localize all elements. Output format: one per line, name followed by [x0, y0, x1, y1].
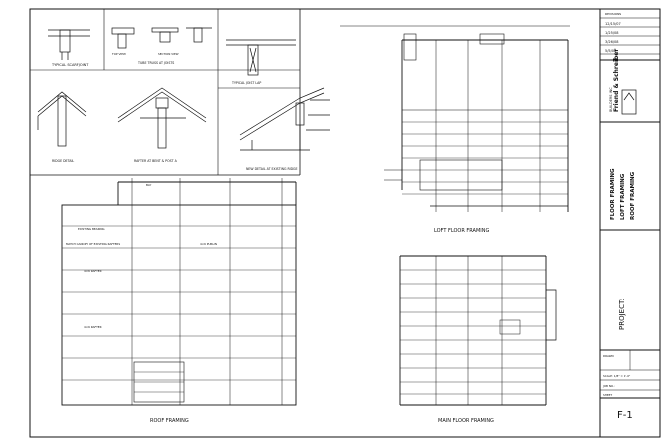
- label-typical-joist-lap: TYPICAL JOIST LAP: [231, 81, 261, 85]
- roof-label-purlin: 4×6 PURLIN: [200, 242, 217, 246]
- label-loft-floor-framing: LOFT FLOOR FRAMING: [434, 228, 489, 234]
- title-firm-sub: BUILDERS INC: [609, 87, 613, 112]
- roof-label-rafter-a: 4×6 RAFTER: [84, 269, 102, 273]
- title-drawing-3: ROOF FRAMING: [630, 171, 636, 220]
- ridge-detail: [37, 91, 87, 147]
- roof-framing-plan: [61, 178, 297, 406]
- label-top-view: TOP VIEW: [111, 52, 126, 56]
- title-revision-date-1: 12/15/07: [605, 22, 621, 26]
- title-revision-date-2: 1/25/08: [605, 31, 619, 35]
- loft-framing-plan: [340, 25, 570, 212]
- title-scale-label: SCALE: 1/8" = 1'-0": [603, 374, 631, 378]
- sheet-border: [29, 8, 661, 438]
- label-typical-scarfjoint: TYPICAL SCARFJOINT: [51, 63, 89, 67]
- rafter-bent-detail: [117, 87, 207, 149]
- roof-label-rafter-b: 4×6 RAFTER: [84, 325, 102, 329]
- title-revision-date-3: 3/26/08: [605, 40, 619, 44]
- label-roof-framing: ROOF FRAMING: [150, 418, 189, 424]
- joist-lap-detail: [226, 39, 296, 76]
- title-drawn-label: DRAWN: [603, 354, 614, 358]
- label-tube-truss: TUBE TRUSS AT JOISTS: [137, 61, 174, 65]
- title-revisions-heading: REVISIONS: [605, 12, 621, 16]
- roof-label-bay: BAY: [146, 183, 152, 187]
- main-framing-plan: [399, 255, 557, 406]
- label-rafter-bent-post: RAFTER AT BENT & POST A: [134, 159, 178, 163]
- roof-label-existing-bearing: EXISTING BEARING: [78, 227, 105, 231]
- roof-label-match-existing: MATCH CANOPY OF EXISTING RAFTERS: [66, 242, 120, 246]
- title-drawing-2: LOFT FRAMING: [620, 173, 626, 220]
- scarfjoint-detail: [48, 29, 90, 60]
- label-existing-ridge: NEW DETAIL AT EXISTING RIDGE: [246, 167, 298, 171]
- title-job-label: JOB NO.:: [602, 384, 615, 388]
- label-section-view: SECTION VIEW: [158, 52, 179, 56]
- tube-truss-detail: [111, 27, 212, 49]
- detail-boxes: [30, 9, 300, 175]
- title-sheet-label: SHEET: [603, 393, 612, 397]
- label-ridge-detail: RIDGE DETAIL: [52, 159, 74, 163]
- title-revision-date-4: 5/5/08: [605, 49, 616, 53]
- existing-ridge-detail: [239, 87, 330, 151]
- title-firm-name: Friend & Schreiber: [613, 49, 620, 112]
- title-drawing-1: FLOOR FRAMING: [610, 168, 616, 220]
- title-project-label: PROJECT:: [618, 298, 626, 330]
- title-block-lines: [600, 17, 660, 399]
- label-main-floor-framing: MAIN FLOOR FRAMING: [438, 418, 494, 424]
- title-sheet-number: F-1: [617, 410, 633, 421]
